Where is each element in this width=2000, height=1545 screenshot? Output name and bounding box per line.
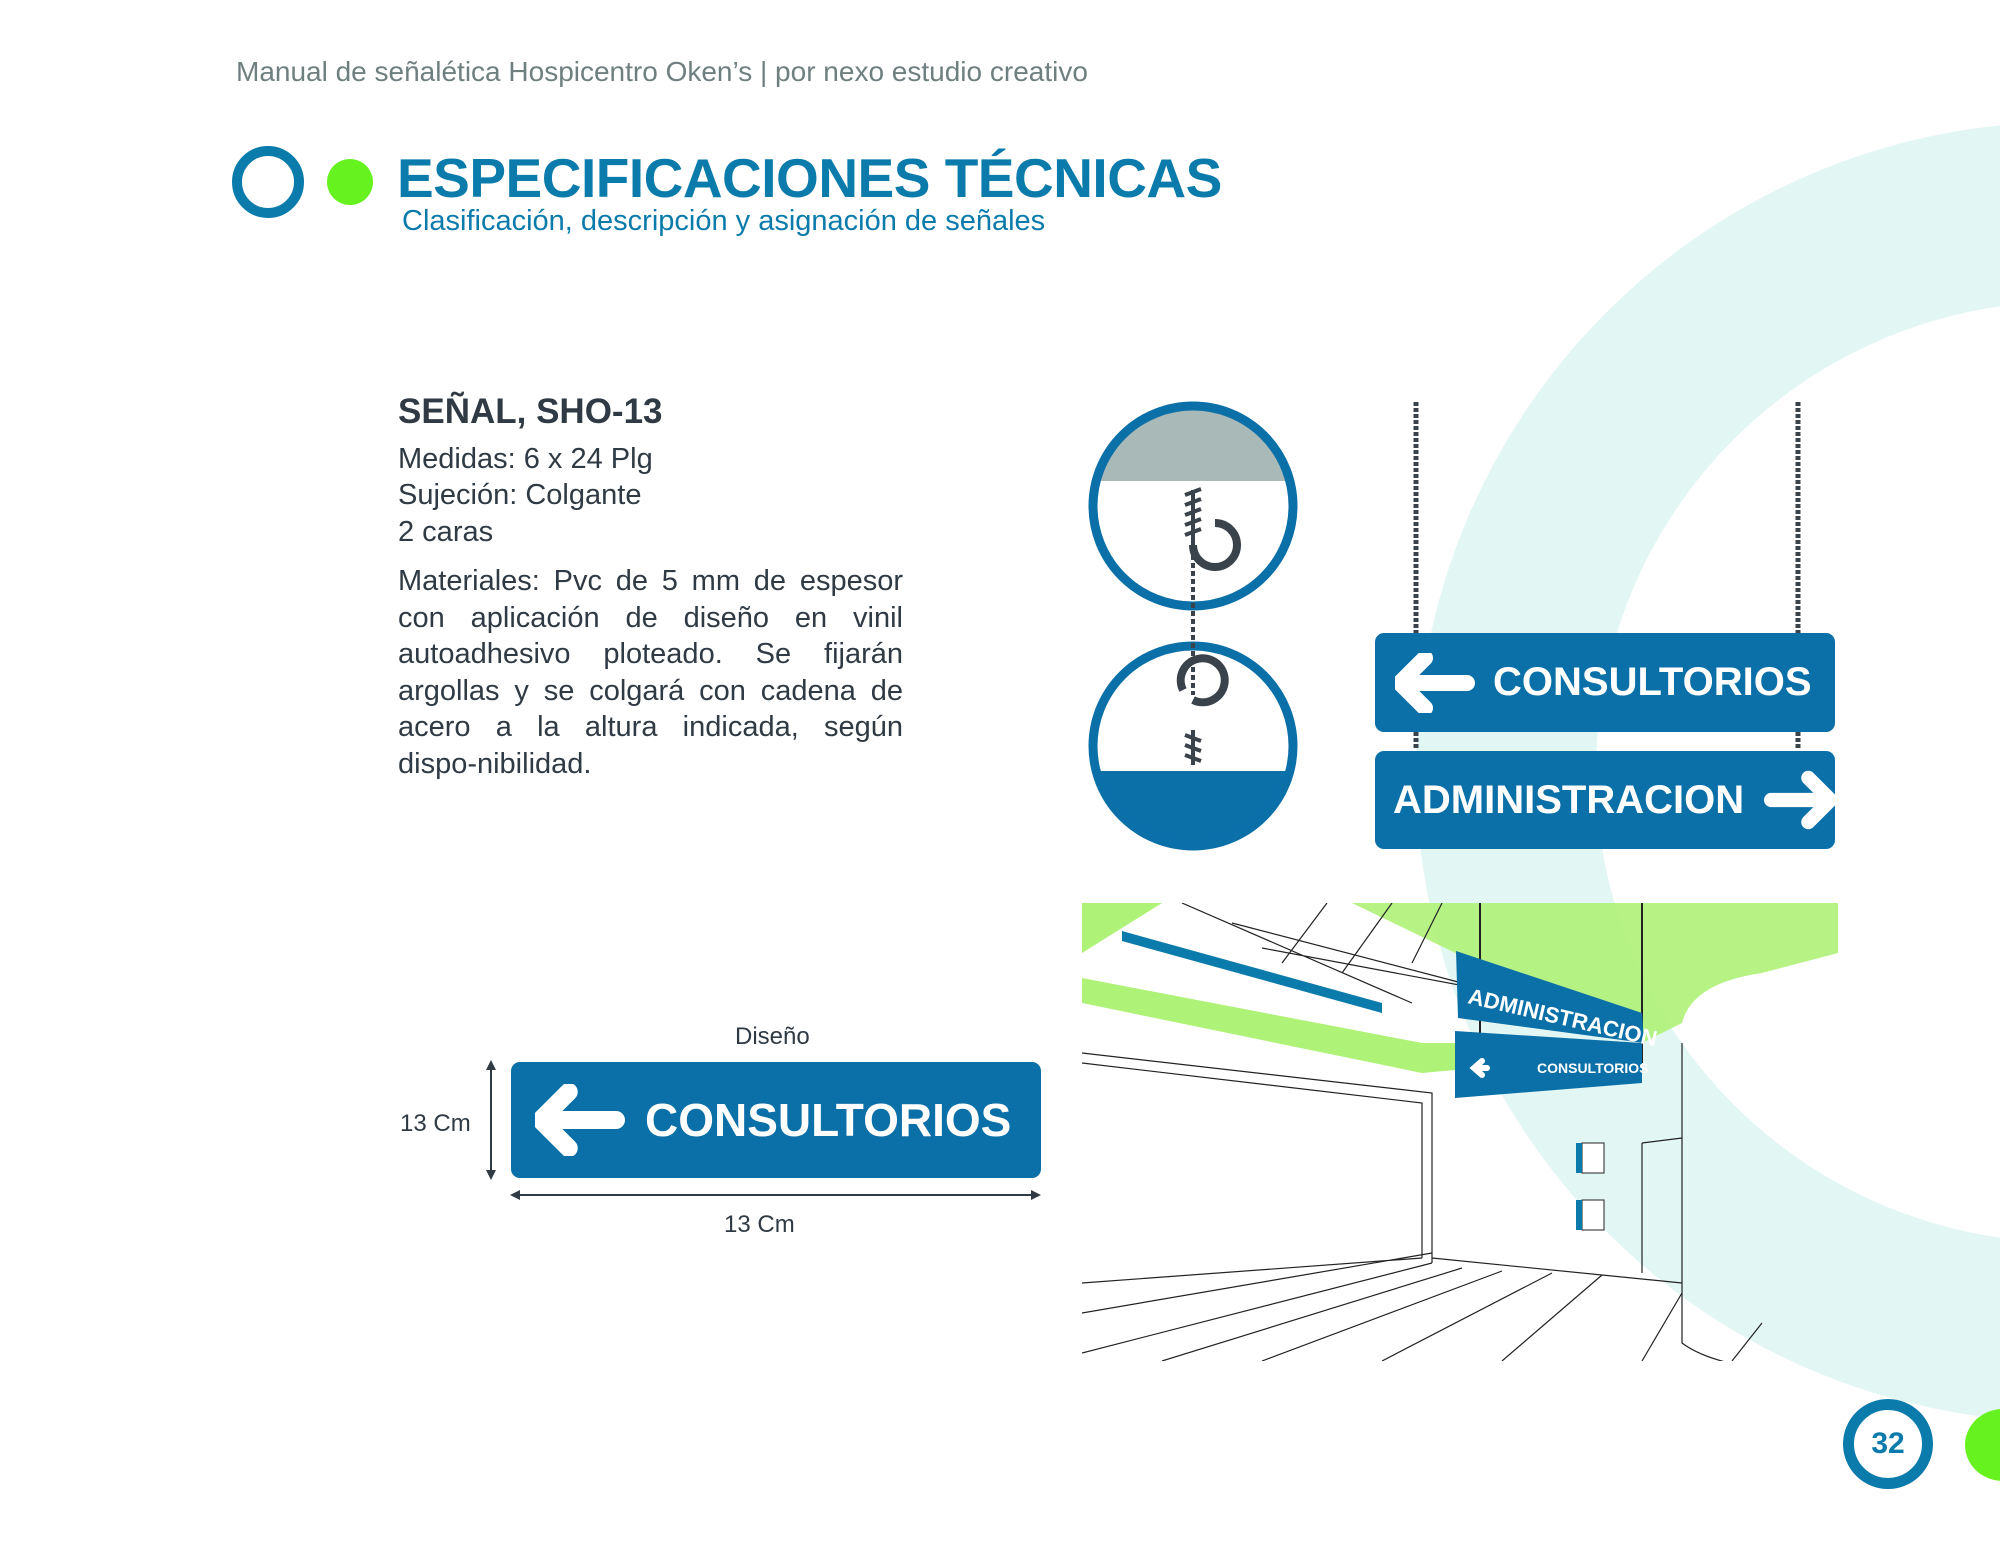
design-label: Diseño [735, 1023, 810, 1050]
sign-text: CONSULTORIOS [645, 1094, 1012, 1146]
illustration-sign-text: CONSULTORIOS [1537, 1060, 1649, 1076]
design-sign-consultorios: CONSULTORIOS [511, 1062, 1041, 1178]
chain-icon [1176, 487, 1241, 765]
width-label: 13 Cm [724, 1211, 795, 1238]
dimension-arrows [486, 1060, 1041, 1200]
hook-detail-illustration [1088, 401, 1298, 851]
arrow-left-icon [1395, 652, 1475, 713]
page-number: 32 [1843, 1399, 1933, 1489]
hanging-sign-administracion: ADMINISTRACION [1375, 751, 1835, 849]
hanging-sign-consultorios: CONSULTORIOS [1375, 633, 1835, 732]
sign-text: ADMINISTRACION [1393, 777, 1745, 822]
signal-measures: Medidas: 6 x 24 Plg [398, 443, 653, 475]
running-header: Manual de señalética Hospicentro Oken’s … [236, 56, 1088, 87]
green-dot-icon [327, 159, 373, 205]
sign-text: CONSULTORIOS [1493, 660, 1812, 704]
arrow-right-icon [1764, 770, 1835, 830]
ring-icon [232, 146, 304, 218]
signal-faces: 2 caras [398, 516, 494, 548]
corridor-illustration: ADMINISTRACION CONSULTORIOS [1082, 903, 1838, 1361]
height-label: 13 Cm [400, 1110, 471, 1137]
arrow-left-icon [535, 1084, 625, 1156]
signal-fastening: Sujeción: Colgante [398, 479, 642, 511]
signal-materials: Materiales: Pvc de 5 mm de espesor con a… [398, 565, 903, 780]
signal-name: SEÑAL, SHO-13 [398, 392, 663, 431]
section-subtitle: Clasificación, descripción y asignación … [402, 205, 1046, 237]
section-title: ESPECIFICACIONES TÉCNICAS [397, 147, 1222, 209]
